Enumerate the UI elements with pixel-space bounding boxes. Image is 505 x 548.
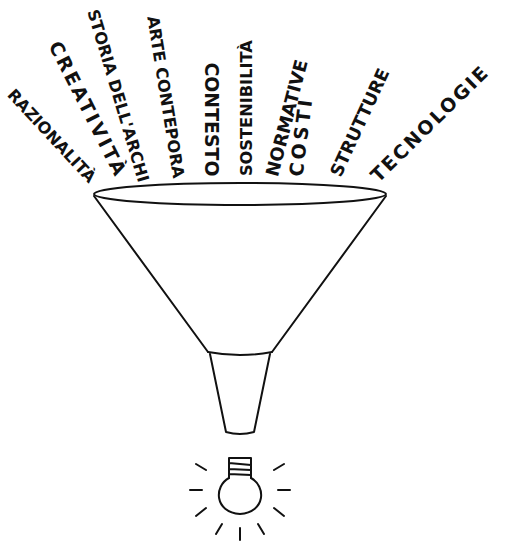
keyword-label: CONTESTO [203,62,222,176]
bulb-glass [219,478,261,514]
bulb-screw [229,458,251,478]
funnel-spout [210,354,270,434]
keyword-label: SOSTENIBILITÀ [239,40,255,176]
funnel-rim [94,183,386,205]
funnel-cone [94,196,386,352]
light-rays [190,464,290,540]
funnel-neck [208,352,272,355]
keyword-label: ARTE CONTEPORA [144,15,186,180]
